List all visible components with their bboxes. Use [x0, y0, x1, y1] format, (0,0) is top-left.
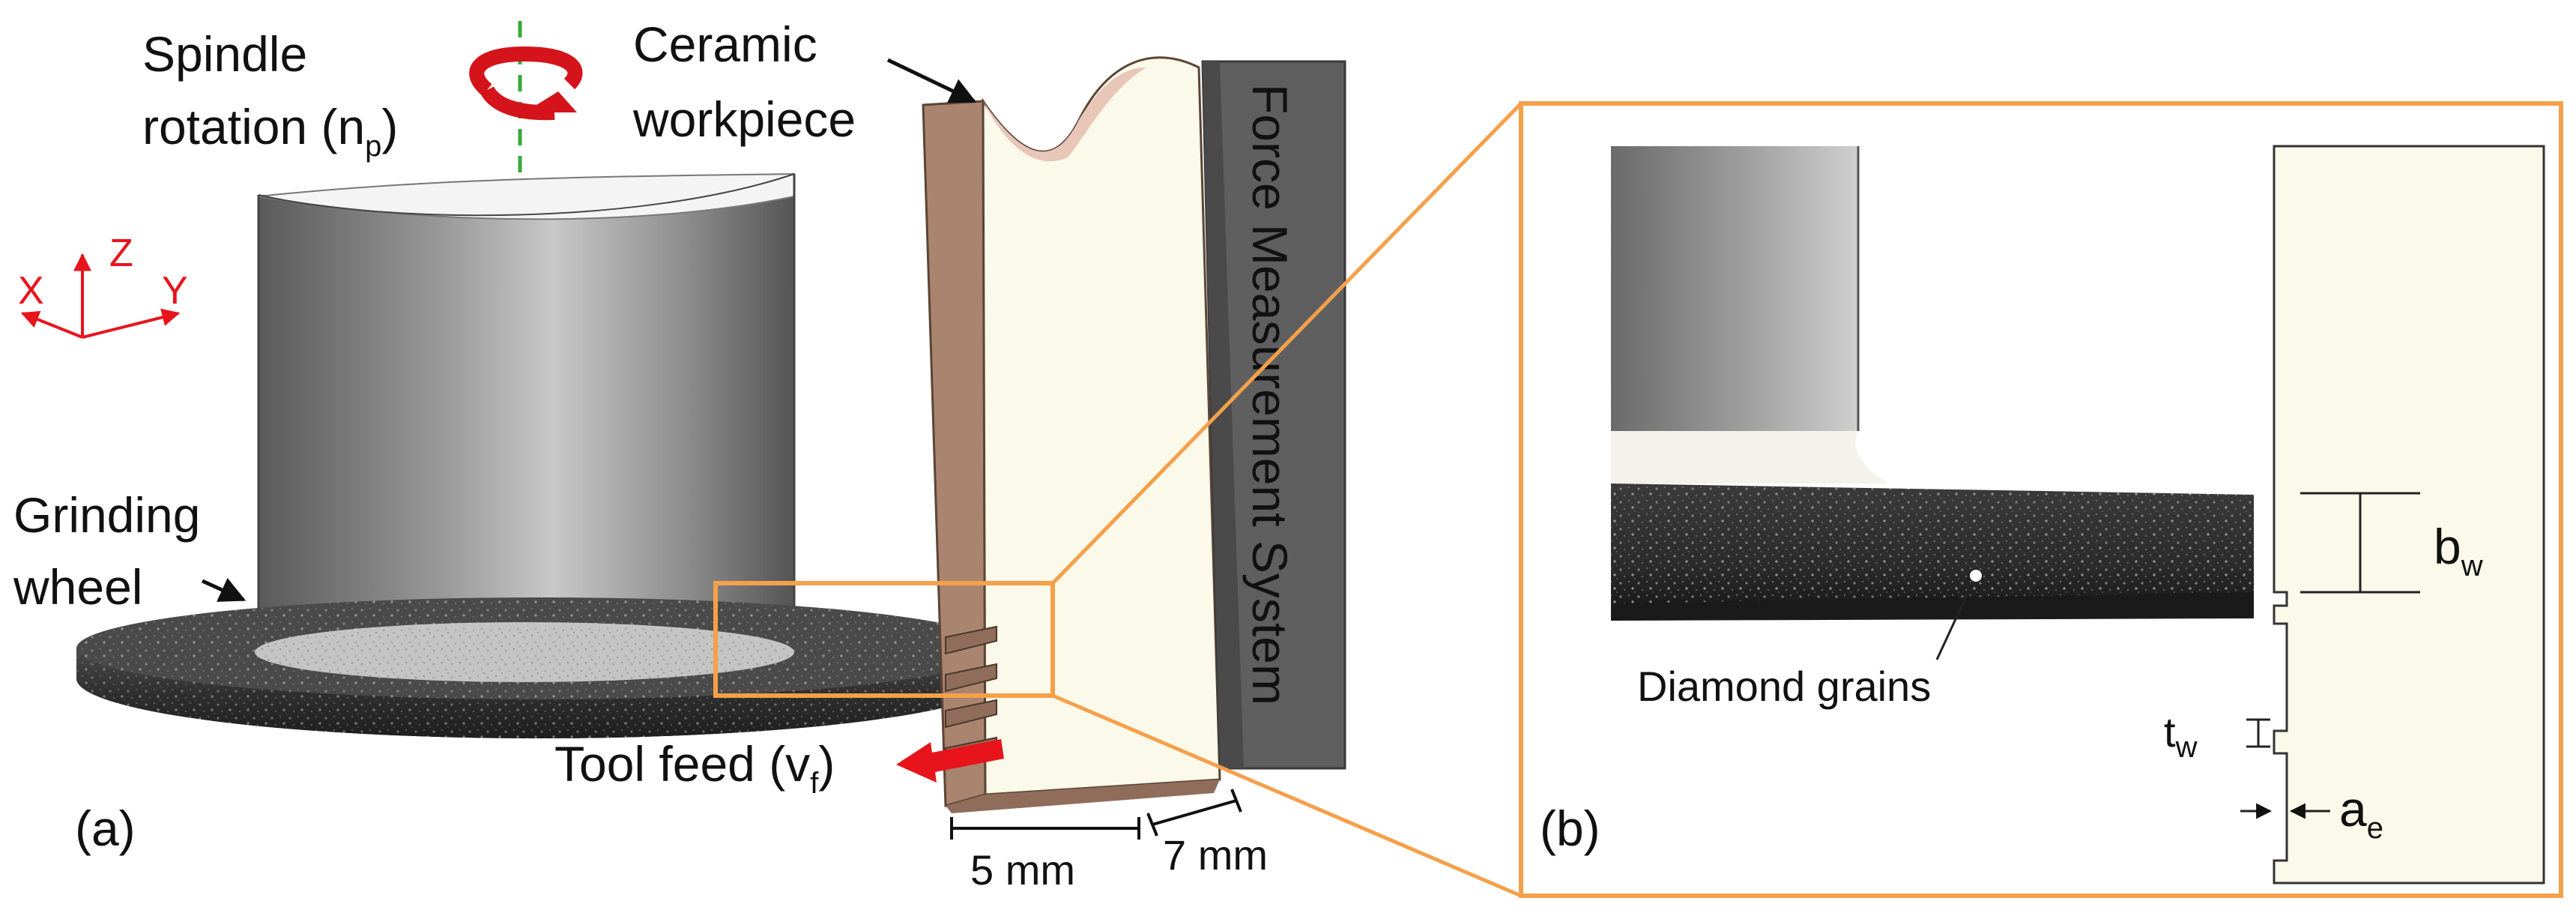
diamond-grains-label: Diamond grains [1637, 663, 1931, 710]
ceramic-label-line2: workpiece [632, 91, 856, 147]
bw-label: bw [2434, 519, 2483, 582]
ceramic-workpiece [922, 56, 1221, 813]
grinding-label-line1: Grinding [13, 487, 200, 543]
dim-7mm-label: 7 mm [1163, 831, 1268, 879]
rotation-arrow-icon [469, 46, 583, 121]
bw-dimension [2300, 492, 2420, 594]
grinding-leader-arrow [201, 578, 247, 602]
dimension-5mm [950, 817, 1140, 840]
panel-b: Diamond grains bw tw ae (b) [1519, 101, 2563, 898]
ceramic-label-line1: Ceramic [633, 16, 817, 72]
ceramic-leader-arrow [886, 58, 977, 103]
tool-cylinder [257, 172, 796, 611]
tw-label: tw [2164, 708, 2198, 764]
tool-cylinder-detail [1611, 146, 1888, 483]
force-measurement-block: Force Measurement System [1201, 60, 1346, 770]
panel-a: X Z Y [13, 16, 1346, 894]
tw-dimension [2246, 718, 2270, 748]
axis-label-y: Y [162, 269, 188, 313]
spindle-label-line2: rotation (np) [142, 99, 398, 163]
panel-a-label: (a) [75, 801, 136, 856]
grinding-label-line2: wheel [13, 559, 142, 615]
dimension-7mm [1146, 789, 1242, 837]
ae-label: ae [2339, 781, 2383, 845]
axis-label-z: Z [109, 232, 133, 275]
grinding-wheel [76, 597, 1003, 738]
panel-b-label: (b) [1540, 801, 1600, 856]
abrasive-layer-detail [1611, 483, 2254, 621]
force-measurement-label: Force Measurement System [1242, 84, 1298, 705]
workpiece-detail [2273, 145, 2545, 885]
tool-feed-arrow-icon [896, 739, 1004, 783]
spindle-label-line1: Spindle [142, 26, 307, 82]
axis-triad: X Z Y [18, 232, 188, 339]
diamond-leader [1935, 578, 1976, 660]
diamond-marker [1968, 568, 1983, 583]
zoom-indicator [713, 102, 1523, 898]
tool-feed-label: Tool feed (vf) [554, 736, 835, 800]
zoom-source-frame [713, 581, 1055, 698]
axis-label-x: X [18, 269, 44, 313]
dim-5mm-label: 5 mm [970, 846, 1075, 894]
